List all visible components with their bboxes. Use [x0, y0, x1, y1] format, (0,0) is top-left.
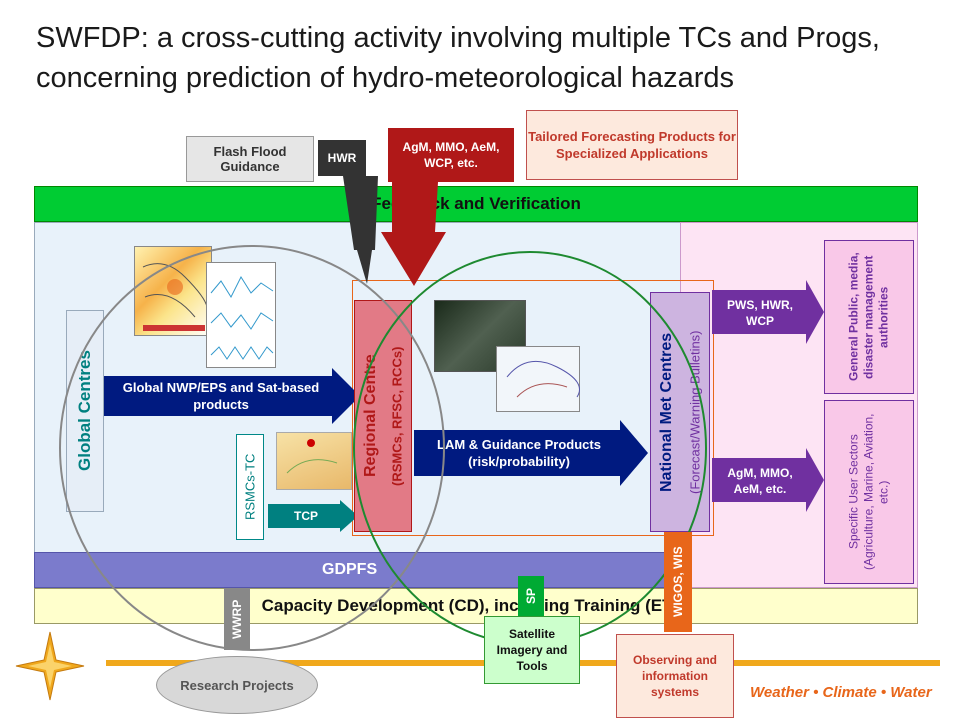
agm-bottom-arrow-shape	[712, 448, 824, 512]
hwr-label: HWR	[327, 151, 357, 165]
general-public-box: General Public, media, disaster manageme…	[824, 240, 914, 394]
tcp-arrow: TCP	[270, 504, 342, 528]
research-projects-oval: Research Projects	[156, 656, 318, 714]
lam-map-image	[496, 346, 580, 412]
lam-label: LAM & Guidance Products (risk/probabilit…	[437, 437, 601, 469]
gdpfs-label: GDPFS	[322, 561, 378, 578]
global-centres-box: Global Centres	[66, 310, 104, 512]
slide-title: SWFDP: a cross-cutting activity involvin…	[36, 22, 880, 94]
general-public-label: General Public, media, disaster manageme…	[846, 252, 891, 382]
nwp-map-image	[134, 246, 212, 336]
feedback-label: Feedback and Verification	[371, 194, 581, 213]
sp-label: SP	[524, 588, 538, 605]
satellite-box: Satellite Imagery and Tools	[484, 616, 580, 684]
wigos-tag: WIGOS, WIS	[664, 532, 692, 632]
regional-centre-sub: (RSMCs, RFSC, RCCs)	[389, 346, 405, 486]
wwrp-label: WWRP	[230, 599, 244, 639]
global-nwp-label: Global NWP/EPS and Sat-based products	[122, 380, 320, 412]
specific-sectors-box: Specific User Sectors (Agriculture, Mari…	[824, 400, 914, 584]
research-label: Research Projects	[180, 677, 294, 693]
flash-flood-box: Flash Flood Guidance	[186, 136, 314, 182]
satellite-label: Satellite Imagery and Tools	[496, 627, 568, 673]
rsmcs-tc-label: RSMCs-TC	[242, 453, 258, 521]
hwr-box: HWR	[318, 140, 366, 176]
purple-arrows-shape	[712, 280, 824, 512]
global-centres-label: Global Centres	[75, 350, 94, 472]
sp-tag: SP	[518, 576, 544, 616]
tailored-label: Tailored Forecasting Products for Specia…	[528, 129, 736, 161]
footer-brand: Weather • Climate • Water	[750, 684, 932, 701]
star-logo-icon	[15, 631, 85, 701]
tcp-label: TCP	[294, 509, 318, 523]
rsmcs-tc-box: RSMCs-TC	[236, 434, 264, 540]
capacity-band: Capacity Development (CD), including Tra…	[34, 588, 918, 624]
agm-top-box: AgM, MMO, AeM, WCP, etc.	[388, 128, 514, 182]
feedback-band: Feedback and Verification	[34, 186, 918, 222]
tc-track-image	[276, 432, 352, 490]
wigos-label: WIGOS, WIS	[671, 546, 685, 618]
tailored-box: Tailored Forecasting Products for Specia…	[526, 110, 738, 180]
wwrp-tag: WWRP	[224, 588, 250, 650]
flash-flood-label: Flash Flood Guidance	[213, 144, 287, 174]
observing-box: Observing and information systems	[616, 634, 734, 718]
agm-bottom-arrow: AgM, MMO, AeM, etc.	[714, 460, 806, 502]
pws-arrow-shape	[712, 280, 824, 344]
agm-bottom-label: AgM, MMO, AeM, etc.	[727, 466, 793, 496]
eps-plume-image	[206, 262, 276, 368]
agm-top-label: AgM, MMO, AeM, WCP, etc.	[402, 140, 500, 170]
observing-label: Observing and information systems	[632, 653, 718, 699]
specific-sectors-label: Specific User Sectors (Agriculture, Mari…	[846, 413, 891, 571]
pws-label: PWS, HWR, WCP	[727, 298, 793, 328]
capacity-label: Capacity Development (CD), including Tra…	[261, 596, 691, 615]
global-nwp-arrow: Global NWP/EPS and Sat-based products	[108, 376, 334, 416]
lam-arrow: LAM & Guidance Products (risk/probabilit…	[418, 430, 620, 476]
national-met-sub: (Forecast/Warning Bulletins)	[687, 330, 703, 494]
national-met-label: National Met Centres	[658, 332, 675, 492]
pws-arrow: PWS, HWR, WCP	[714, 292, 806, 334]
